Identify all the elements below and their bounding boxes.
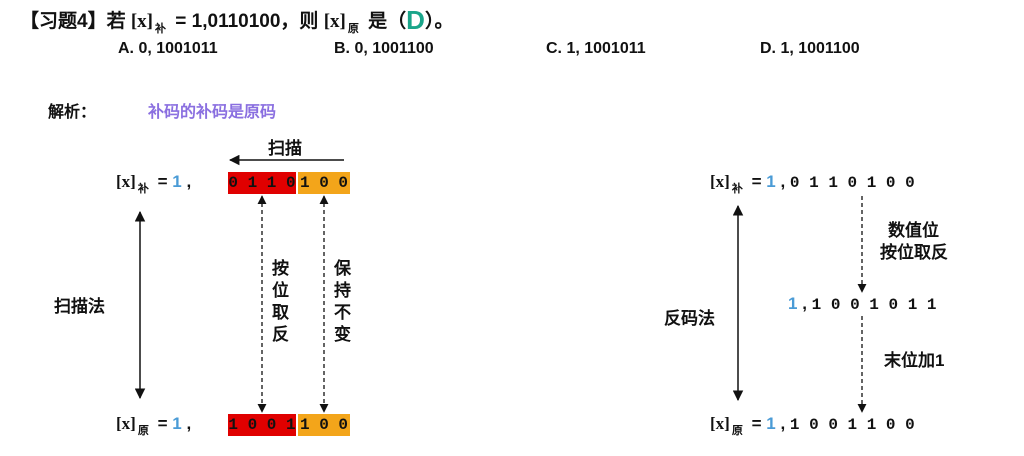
comma: , <box>802 294 807 313</box>
x-bracket-left-bottom: [x] <box>116 414 136 433</box>
invert-char: 取 <box>272 303 289 322</box>
right-bottom-line: [x]原 = 1 , 1 0 0 1 1 0 0 <box>710 414 915 438</box>
bits: 1 0 0 1 0 1 1 <box>811 296 937 314</box>
keep-char: 变 <box>334 325 351 344</box>
comma: , <box>186 414 192 433</box>
step1-label: 数值位 按位取反 <box>880 220 948 264</box>
red-bits-bottom: 1 0 0 1 <box>228 414 296 436</box>
sign-bit: 1 <box>788 294 798 313</box>
step1-line1: 数值位 <box>888 221 939 240</box>
invert-char: 反 <box>272 325 289 344</box>
x-bracket: [x] <box>130 11 154 32</box>
sub-complement-left: 补 <box>137 183 149 195</box>
x-bracket-right-top: [x] <box>710 172 730 191</box>
keep-char: 保 <box>334 259 351 278</box>
eq-sign: = <box>157 172 168 191</box>
sub-complement: 补 <box>155 23 167 35</box>
comma: , <box>186 172 192 191</box>
right-mid-line: 1 , 1 0 0 1 0 1 1 <box>788 294 937 314</box>
question-prefix: 【习题4】若 <box>20 11 126 32</box>
x-bracket-2: [x] <box>323 11 346 32</box>
analysis-label: 解析： <box>48 104 97 121</box>
keep-char: 不 <box>334 303 351 322</box>
right-top-line: [x]补 = 1 , 0 1 1 0 1 0 0 <box>710 172 915 196</box>
sub-complement-right: 补 <box>731 183 743 195</box>
eq-sign: = <box>751 414 762 433</box>
step2-label: 末位加1 <box>884 351 945 370</box>
orange-bits-top: 1 0 0 <box>298 172 350 194</box>
inverse-method-label: 反码法 <box>664 309 715 328</box>
comma: , <box>780 172 786 191</box>
sub-original-left: 原 <box>137 425 149 437</box>
sign-bit: 1 <box>172 172 182 191</box>
sign-bit: 1 <box>172 414 182 433</box>
question-shi: 是（ <box>368 11 407 32</box>
keep-label: 保 持 不 变 <box>334 258 354 346</box>
x-bracket-right-bottom: [x] <box>710 414 730 433</box>
question-suffix: ）。 <box>424 11 454 32</box>
scan-method-label: 扫描法 <box>54 297 105 316</box>
sub-original-right: 原 <box>731 425 743 437</box>
bits: 1 0 0 1 1 0 0 <box>789 416 915 434</box>
invert-label: 按 位 取 反 <box>272 258 292 346</box>
option-a: A. 0, 1001011 <box>118 40 218 57</box>
invert-char: 按 <box>272 259 289 278</box>
scan-label: 扫描 <box>268 139 302 158</box>
answer-letter: D <box>406 5 425 35</box>
sub-original: 原 <box>347 23 359 35</box>
option-b: B. 0, 1001100 <box>334 40 434 57</box>
option-c: C. 1, 1001011 <box>546 40 646 57</box>
eq-sign: = <box>751 172 762 191</box>
sign-bit: 1 <box>766 172 776 191</box>
keep-char: 持 <box>334 281 351 300</box>
bits: 0 1 1 0 1 0 0 <box>789 174 915 192</box>
step1-line2: 按位取反 <box>880 243 948 262</box>
eq-sign: = <box>157 414 168 433</box>
option-d: D. 1, 1001100 <box>760 40 860 57</box>
question-title: 【习题4】若 [x]补 = 1,0110100，则 [x]原 是（D）。 <box>20 5 453 36</box>
analysis-note: 补码的补码是原码 <box>148 104 277 121</box>
sign-bit: 1 <box>766 414 776 433</box>
left-top-line: [x]补 = 1 , <box>116 172 191 196</box>
red-bits-top: 0 1 1 0 <box>228 172 296 194</box>
question-eq: = 1,0110100，则 <box>175 11 319 32</box>
orange-bits-bottom: 1 0 0 <box>298 414 350 436</box>
x-bracket-left-top: [x] <box>116 172 136 191</box>
left-bottom-line: [x]原 = 1 , <box>116 414 191 438</box>
comma: , <box>780 414 786 433</box>
invert-char: 位 <box>272 281 289 300</box>
